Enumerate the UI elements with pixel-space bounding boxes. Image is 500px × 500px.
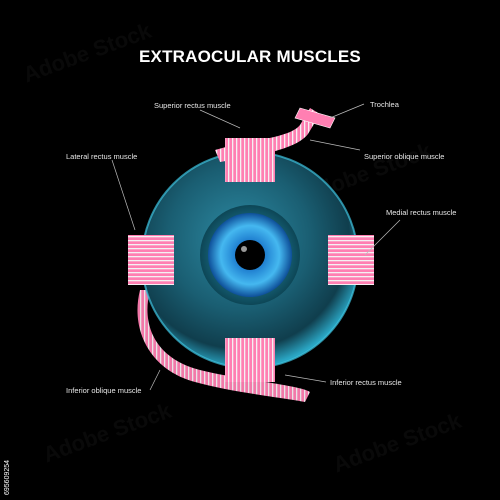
- label-inferior-oblique: Inferior oblique muscle: [66, 386, 142, 395]
- label-superior-rectus: Superior rectus muscle: [154, 101, 231, 110]
- label-inferior-rectus: Inferior rectus muscle: [330, 378, 402, 387]
- stock-id: 695609254: [4, 459, 11, 495]
- label-superior-oblique: Superior oblique muscle: [364, 152, 445, 161]
- lateral-rectus-muscle: [128, 235, 174, 285]
- pupil: [235, 240, 265, 270]
- leader-lines: [111, 103, 401, 391]
- label-trochlea: Trochlea: [370, 100, 399, 109]
- label-medial-rectus: Medial rectus muscle: [386, 208, 457, 217]
- label-lateral-rectus: Lateral rectus muscle: [66, 152, 138, 161]
- page-title: EXTRAOCULAR MUSCLES: [139, 47, 361, 66]
- trochlea: [294, 107, 336, 129]
- medial-rectus-muscle: [328, 235, 374, 285]
- superior-rectus-muscle: [225, 138, 275, 182]
- inferior-rectus-muscle: [225, 338, 275, 382]
- inferior-oblique-muscle: [137, 290, 310, 402]
